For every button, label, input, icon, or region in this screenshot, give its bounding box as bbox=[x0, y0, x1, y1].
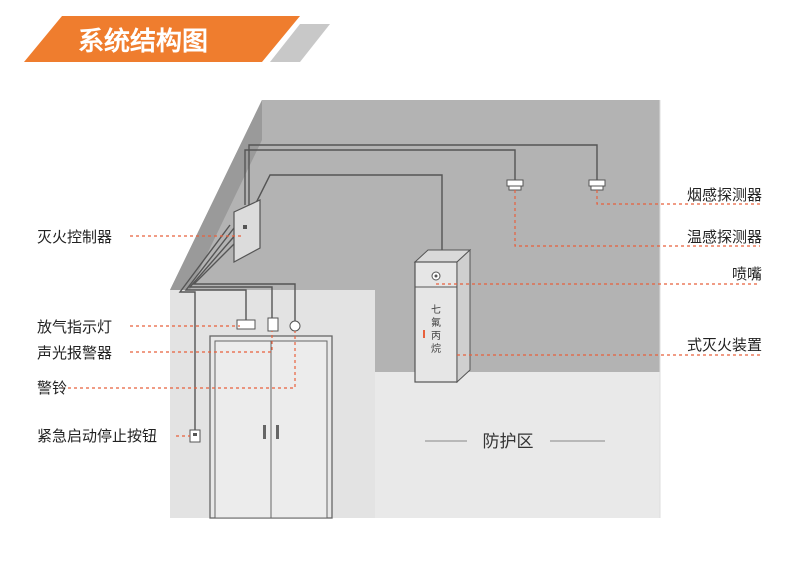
wire-to-lamp bbox=[184, 227, 247, 320]
label-bell: 警铃 bbox=[37, 379, 67, 397]
cabinet-text-1: 七 bbox=[431, 304, 441, 316]
cabinet-front bbox=[414, 261, 458, 383]
label-temp-detector: 温感探测器 bbox=[687, 228, 762, 246]
leader-temp-detector bbox=[514, 190, 760, 247]
title-banner-bg bbox=[24, 16, 300, 62]
door-handle-right bbox=[276, 425, 279, 439]
temp-detector-base bbox=[506, 179, 524, 187]
labels: 烟感探测器 温感探测器 喷嘴 式灭火装置 灭火控制器 放气指示灯 声光报警器 警… bbox=[37, 186, 762, 445]
title-banner: 系统结构图 bbox=[24, 16, 330, 62]
label-alarm: 声光报警器 bbox=[37, 344, 112, 362]
smoke-detector-head bbox=[590, 185, 604, 191]
label-emergency-button: 紧急启动停止按钮 bbox=[37, 427, 157, 445]
wire-to-alarm bbox=[188, 231, 273, 320]
leader-alarm bbox=[130, 331, 273, 353]
smoke-detector-base bbox=[588, 179, 606, 187]
controller-indicator bbox=[243, 225, 247, 229]
door-handle-left bbox=[263, 425, 266, 439]
emergency-button-inner bbox=[193, 433, 197, 436]
leader-bell bbox=[62, 331, 296, 389]
protection-zone: 防护区 bbox=[425, 432, 605, 452]
wire-to-cabinet bbox=[254, 174, 443, 250]
cabinet-text-3: 丙 bbox=[431, 331, 441, 342]
label-controller: 灭火控制器 bbox=[37, 228, 112, 246]
wiring bbox=[178, 144, 598, 430]
controller-box bbox=[233, 199, 261, 264]
page-title: 系统结构图 bbox=[78, 26, 208, 57]
smoke-detector bbox=[588, 179, 606, 191]
leader-smoke-detector bbox=[596, 190, 760, 205]
nozzle-center bbox=[434, 274, 438, 278]
discharge-lamp bbox=[236, 319, 256, 330]
cabinet-side bbox=[456, 248, 471, 384]
zone-label: 防护区 bbox=[483, 432, 534, 452]
temp-detector bbox=[506, 179, 524, 191]
title-banner-stripe bbox=[270, 24, 330, 62]
extinguisher-cabinet: 七 氟 丙 烷 bbox=[413, 248, 472, 384]
wire-to-smoke-detector bbox=[248, 144, 598, 205]
wire-to-temp-detector bbox=[244, 149, 516, 205]
wire-to-button bbox=[178, 224, 231, 430]
cabinet-text-4: 烷 bbox=[431, 342, 441, 355]
temp-detector-head bbox=[508, 185, 522, 191]
label-discharge-lamp: 放气指示灯 bbox=[37, 318, 112, 336]
label-cabinet: 式灭火装置 bbox=[687, 336, 762, 354]
bell-icon bbox=[289, 320, 301, 332]
label-nozzle: 喷嘴 bbox=[732, 265, 762, 283]
leader-lines bbox=[62, 190, 760, 437]
alarm-device bbox=[267, 317, 279, 332]
cabinet-text-2: 氟 bbox=[431, 316, 441, 329]
floor-area bbox=[375, 372, 660, 518]
cabinet-gauge bbox=[423, 330, 425, 338]
door bbox=[209, 335, 333, 519]
devices: 七 氟 丙 烷 bbox=[189, 179, 606, 443]
label-smoke-detector: 烟感探测器 bbox=[687, 186, 762, 204]
wire-to-bell bbox=[192, 235, 296, 322]
